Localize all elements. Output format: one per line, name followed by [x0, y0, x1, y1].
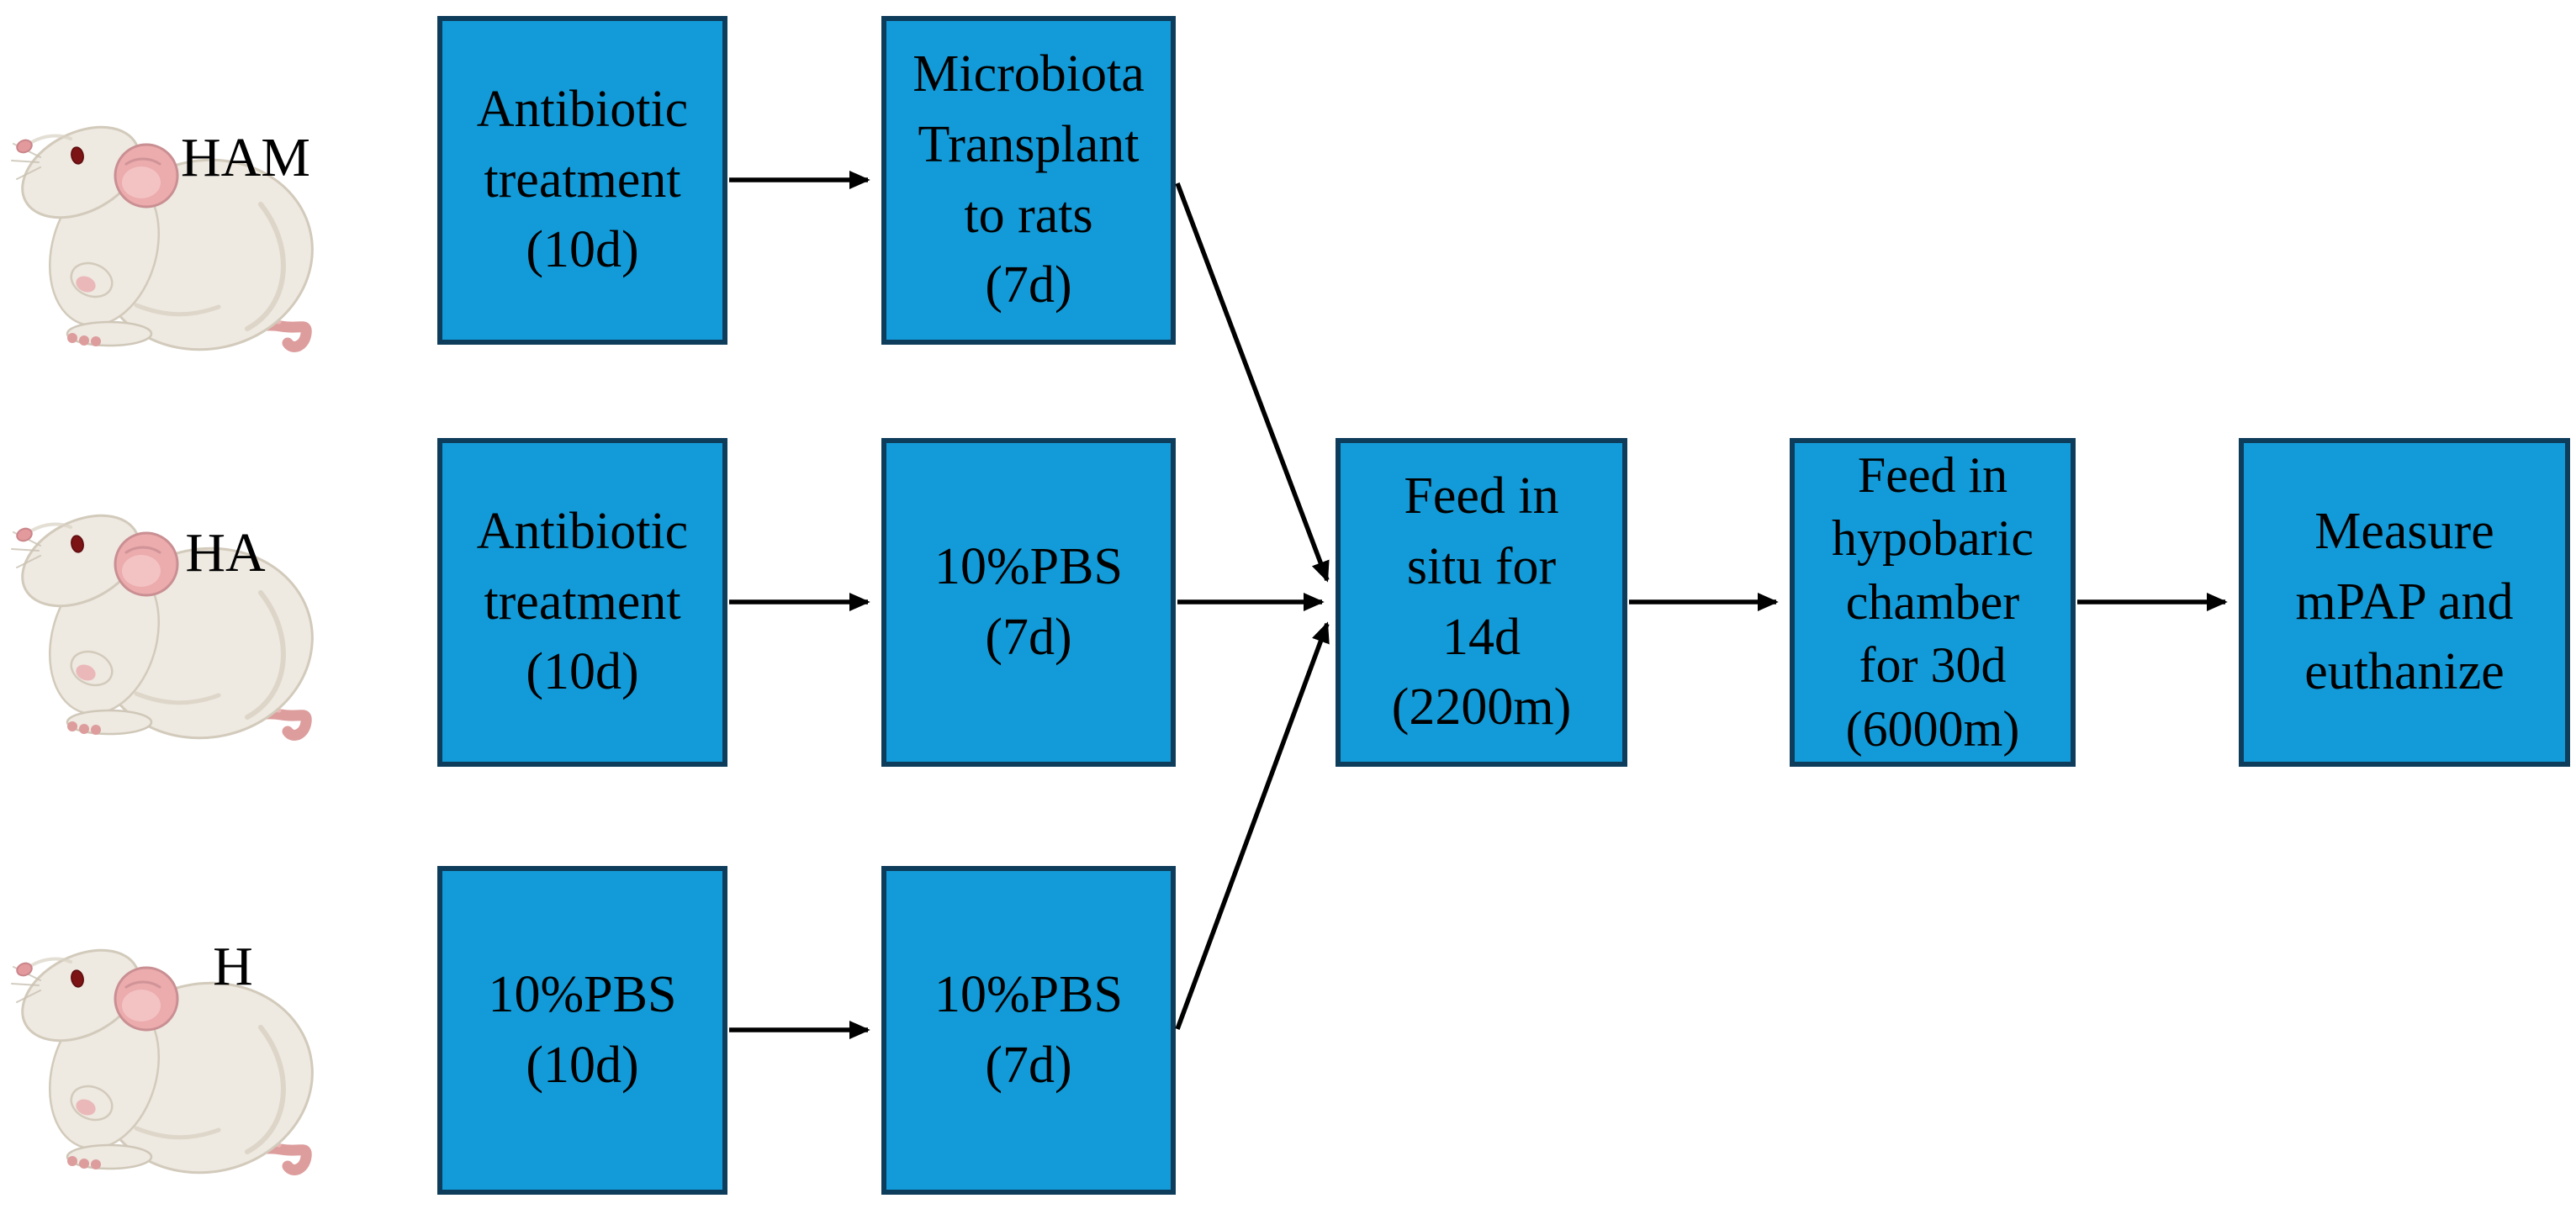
box-antibiotic-ha: Antibiotic treatment (10d)	[437, 438, 727, 767]
arrow-pbs-h-to-feed-in-situ	[1175, 621, 1330, 1030]
box-pbs-7d-h: 10%PBS (7d)	[881, 866, 1176, 1195]
box-pbs-7d-ha: 10%PBS (7d)	[881, 438, 1176, 767]
rat-icon	[10, 928, 321, 1180]
rat-icon	[10, 105, 321, 357]
box-feed-in-situ: Feed in situ for 14d (2200m)	[1336, 438, 1627, 767]
box-microbiota-transplant: Microbiota Transplant to rats (7d)	[881, 16, 1176, 345]
box-hypobaric-chamber: Feed in hypobaric chamber for 30d (6000m…	[1790, 438, 2076, 767]
group-label-ha: HA	[185, 522, 266, 583]
group-label-h: H	[213, 936, 253, 997]
rat-icon-svg	[11, 948, 314, 1175]
box-measure-mpap: Measure mPAP and euthanize	[2239, 438, 2570, 767]
group-label-ham: HAM	[180, 127, 310, 188]
rat-icon-svg	[11, 514, 314, 741]
rat-icon	[10, 494, 321, 746]
box-antibiotic-ham: Antibiotic treatment (10d)	[437, 16, 727, 345]
box-pbs-10d-h: 10%PBS (10d)	[437, 866, 727, 1195]
rat-icon-svg	[11, 125, 314, 352]
arrow-transplant-to-feed-in-situ	[1175, 182, 1330, 583]
